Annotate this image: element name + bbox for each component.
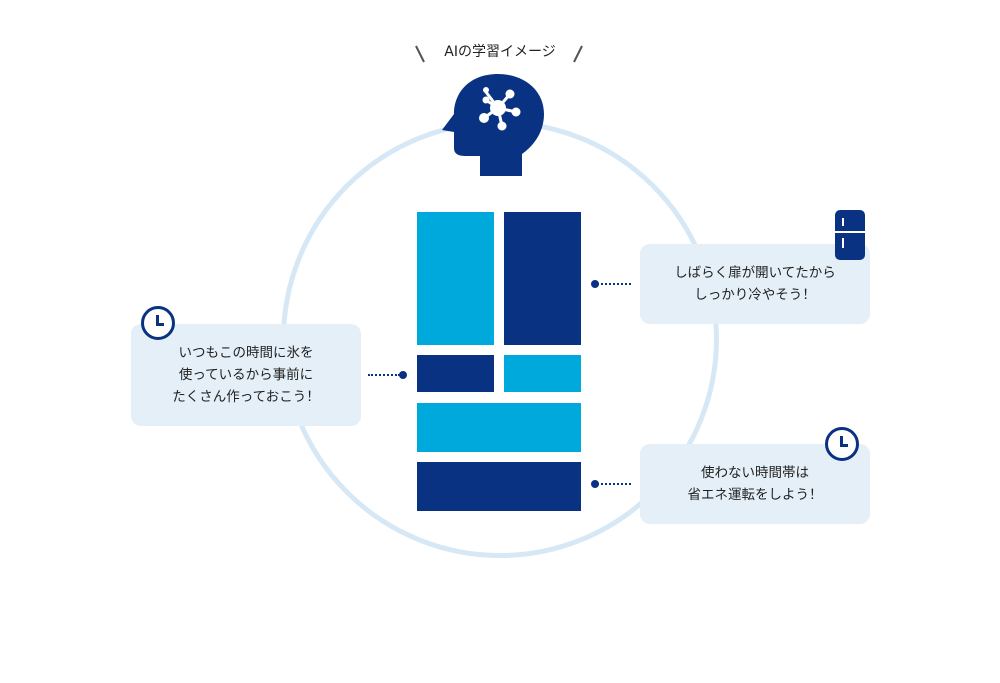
refrigerator-icon [835,210,865,260]
fridge-upper-left-door [417,212,494,345]
bubble-left-line-3: たくさん作っておこう！ [172,389,320,405]
clock-icon [141,306,175,340]
clock-icon [825,427,859,461]
diagram-title: AIの学習イメージ [444,44,556,60]
fridge-upper-right-door [504,212,581,345]
bubble-left-line-2: 使っているから事前に [178,367,314,383]
fridge-lower-drawer [417,403,581,452]
fridge-middle-right-drawer [504,355,581,392]
bubble-bottom-right: 使わない時間帯は 省エネ運転をしよう！ [640,444,870,524]
fridge-middle-left-drawer [417,355,494,392]
ai-head-icon [442,74,544,176]
title-slash-right [573,45,583,63]
title-slash-left [415,45,425,63]
bubble-left-line-1: いつもこの時間に氷を [178,345,314,361]
connector-bottom-right [591,480,631,488]
bubble-left: いつもこの時間に氷を 使っているから事前に たくさん作っておこう！ [131,324,361,426]
bubble-top-right: しばらく扉が開いてたから しっかり冷やそう！ [640,244,870,324]
connector-top-right [591,280,631,288]
connector-left [368,371,408,379]
bubble-bottom-right-line-1: 使わない時間帯は [701,465,809,481]
bubble-top-right-line-2: しっかり冷やそう！ [694,287,816,303]
bubble-top-right-line-1: しばらく扉が開いてたから [674,265,836,281]
bubble-bottom-right-line-2: 省エネ運転をしよう！ [687,487,823,503]
fridge-bottom-drawer [417,462,581,511]
